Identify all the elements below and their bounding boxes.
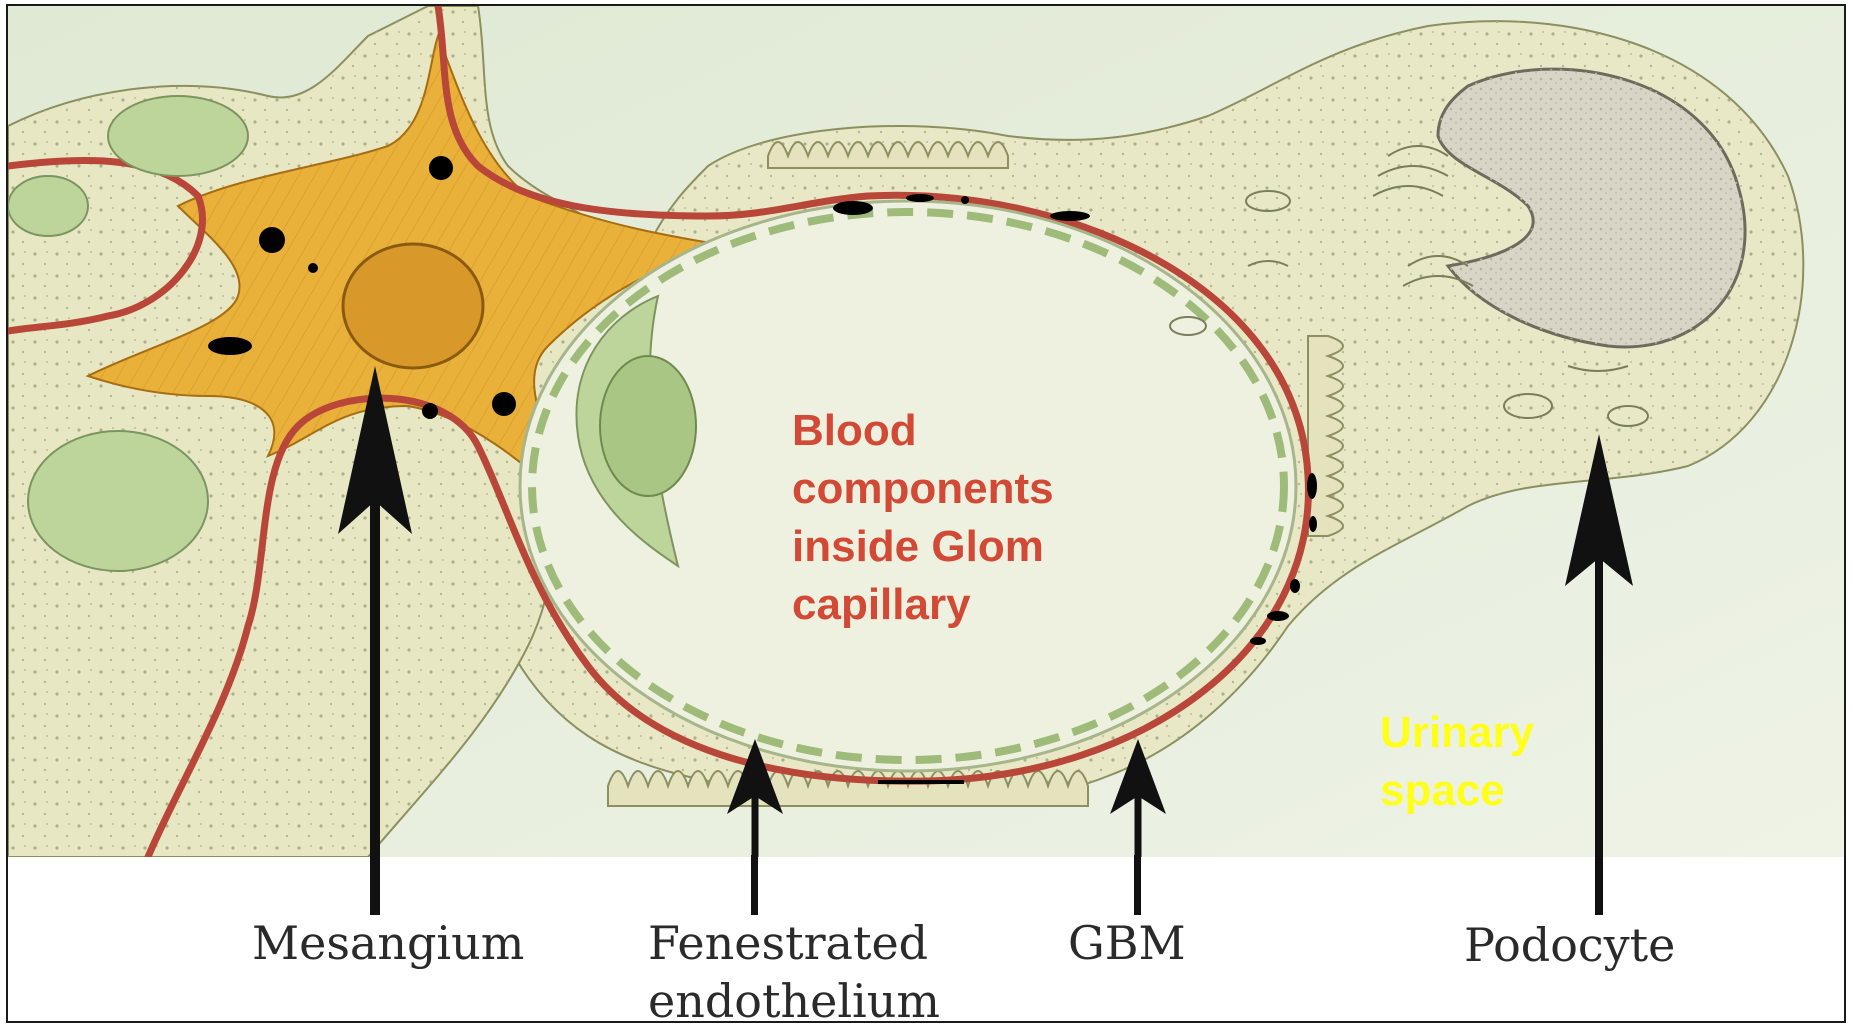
blood-components-label: Blood components inside Glom capillary <box>792 402 1054 634</box>
blood-label-line: inside Glom <box>792 518 1054 576</box>
arrow-shaft-fenestrated <box>751 855 758 915</box>
blood-label-line: Blood <box>792 402 1054 460</box>
mesangium-label: Mesangium <box>252 914 524 972</box>
urinary-label-line: space <box>1380 762 1534 820</box>
gbm-label: GBM <box>1068 914 1186 972</box>
arrow-shaft-mesangium <box>370 855 380 915</box>
arrow-shaft-gbm <box>1134 855 1141 915</box>
urinary-label-line: Urinary <box>1380 704 1534 762</box>
fenestrated-label-line2: endothelium <box>648 972 940 1023</box>
blood-label-line: components <box>792 460 1054 518</box>
podocyte-label: Podocyte <box>1464 916 1675 974</box>
blood-label-line: capillary <box>792 576 1054 634</box>
arrow-shaft-podocyte <box>1595 855 1603 915</box>
fenestrated-label-line1: Fenestrated <box>648 914 928 972</box>
urinary-space-label: Urinary space <box>1380 704 1534 820</box>
diagram-frame: Blood components inside Glom capillary U… <box>6 4 1846 1023</box>
